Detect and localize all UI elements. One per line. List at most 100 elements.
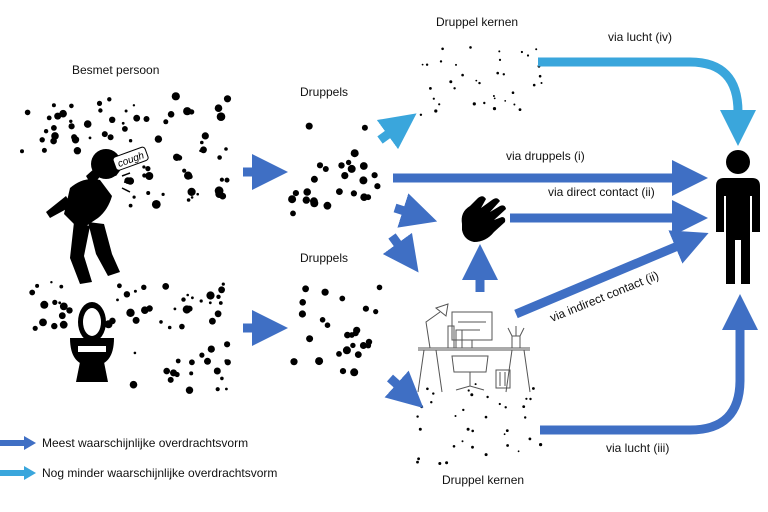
droplet-dot: [32, 325, 38, 331]
droplet-dot: [73, 147, 82, 155]
toilet-icon: [70, 302, 114, 382]
droplet-dot: [59, 320, 68, 329]
droplet-dot: [453, 87, 456, 90]
droplet-dot: [182, 168, 187, 173]
droplet-dot: [298, 310, 306, 318]
droplet-dot: [432, 392, 435, 395]
label-direct-contact: via direct contact (ii): [548, 185, 655, 199]
label-via-droplets: via druppels (i): [506, 149, 585, 163]
droplet-dot: [416, 460, 419, 464]
arrow-droplets-to-nuclei-top: [376, 113, 417, 150]
droplet-dot: [207, 345, 215, 353]
droplet-dot: [518, 108, 522, 111]
droplet-dot: [162, 283, 170, 290]
droplet-dot: [535, 48, 538, 51]
droplet-dot: [190, 196, 194, 199]
droplet-dot: [223, 95, 232, 103]
droplet-dot: [347, 164, 356, 173]
arrow-droplets-to-desk: [382, 232, 419, 273]
droplet-dot: [126, 308, 135, 317]
droplet-dot: [43, 129, 49, 134]
droplet-dot: [39, 137, 45, 143]
droplet-dot: [206, 291, 215, 300]
droplet-dot: [455, 63, 457, 66]
droplet-dot: [469, 46, 472, 49]
droplet-dot: [107, 134, 114, 141]
droplet-dot: [319, 317, 326, 323]
droplet-dot: [123, 291, 131, 298]
droplet-dot: [371, 172, 378, 179]
droplet-dot: [35, 283, 40, 288]
droplet-dot: [221, 282, 225, 286]
droplet-dot: [339, 295, 346, 302]
droplet-dot: [181, 297, 186, 302]
droplet-dot: [199, 149, 202, 153]
label-air-iii: via lucht (iii): [606, 441, 669, 455]
droplet-dot: [418, 427, 422, 431]
droplet-dot: [96, 100, 103, 106]
droplet-dot: [439, 60, 443, 63]
droplet-dot: [374, 183, 381, 190]
hand-icon: [461, 196, 506, 242]
droplet-dot: [525, 397, 528, 400]
droplet-dot: [504, 100, 507, 102]
droplet-dot: [420, 405, 424, 409]
droplet-dot: [486, 395, 489, 399]
droplet-dot: [438, 103, 441, 106]
arrow-droplets-to-hand: [393, 193, 438, 228]
arrow-air-iv: [538, 57, 756, 146]
droplet-dot: [51, 322, 58, 330]
droplet-dot: [365, 342, 372, 349]
droplet-dot: [145, 172, 154, 180]
droplet-dot: [167, 376, 174, 383]
droplet-dot: [350, 149, 359, 158]
droplet-dot: [483, 101, 486, 105]
droplet-dot: [59, 302, 68, 311]
droplet-dot: [438, 462, 442, 465]
droplet-dot: [532, 387, 535, 390]
droplet-dot: [59, 109, 67, 118]
droplet-dot: [353, 326, 361, 334]
droplet-dot: [454, 415, 457, 417]
droplet-dot: [52, 299, 58, 305]
droplet-dot: [209, 317, 216, 325]
droplet-dot: [215, 387, 220, 392]
droplet-dot: [316, 162, 324, 169]
label-air-iv: via lucht (iv): [608, 30, 672, 44]
droplet-dot: [121, 121, 125, 125]
droplet-dot: [492, 95, 495, 97]
droplet-dot: [132, 104, 136, 107]
droplet-dot: [305, 122, 313, 130]
legend-label-less-likely: Nog minder waarschijnlijke overdrachtsvo…: [42, 466, 278, 480]
droplet-dot: [186, 198, 191, 202]
droplet-dot: [350, 368, 359, 377]
droplet-dot: [163, 119, 169, 125]
droplet-dot: [128, 139, 133, 143]
legend-arrow-dark: [0, 436, 36, 450]
droplet-dot: [452, 445, 456, 448]
droplet-dot: [214, 310, 222, 318]
droplet-dot: [143, 116, 150, 122]
droplet-dot: [467, 389, 470, 392]
droplet-dot: [365, 194, 372, 201]
droplet-dot: [461, 440, 464, 443]
droplet-dot: [122, 125, 128, 132]
droplet-dot: [474, 383, 477, 386]
person-icon: [716, 150, 760, 284]
droplet-dot: [151, 200, 161, 209]
droplet-dot: [173, 307, 177, 311]
label-nuclei-top: Druppel kernen: [436, 15, 518, 29]
droplet-dot: [310, 199, 319, 208]
droplet-dot: [175, 358, 181, 364]
droplet-dot: [513, 103, 516, 106]
droplet-dot: [107, 97, 112, 102]
droplet-dot: [362, 305, 369, 312]
droplet-dot: [426, 387, 429, 391]
droplet-dot: [475, 79, 478, 82]
droplet-dot: [98, 108, 103, 113]
droplet-dot: [493, 97, 496, 100]
droplet-dot: [461, 73, 464, 77]
droplet-dot: [520, 50, 524, 54]
office-desk-icon: [417, 303, 531, 393]
